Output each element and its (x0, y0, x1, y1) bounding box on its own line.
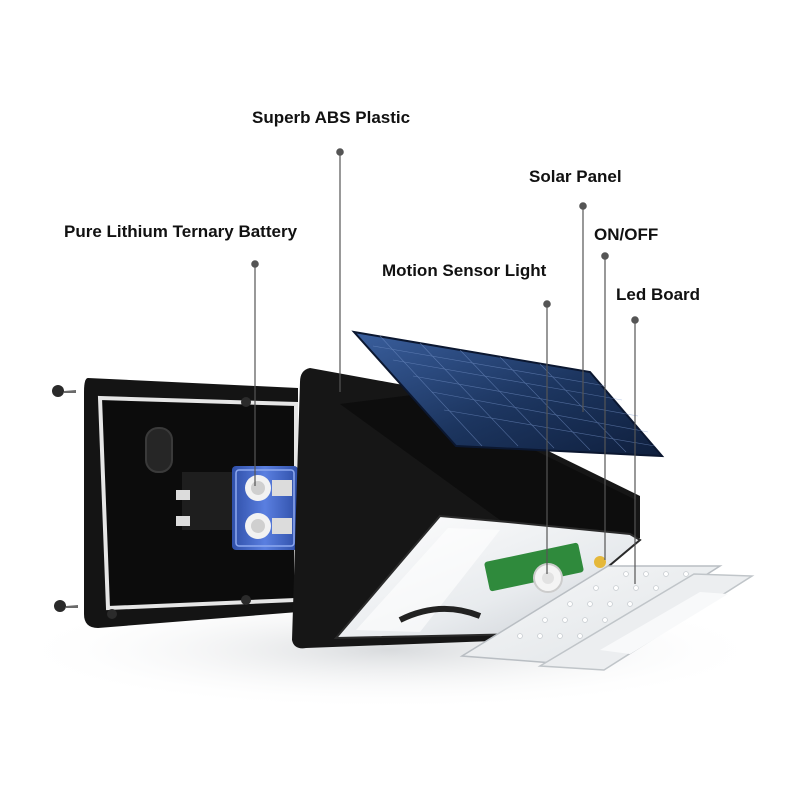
battery-pack (232, 466, 298, 550)
leader-motion (543, 300, 551, 574)
solar-panel (351, 330, 665, 458)
led-board-front (459, 565, 723, 665)
leader-led (631, 316, 639, 584)
leader-abs (336, 148, 344, 392)
label-led-board: Led Board (616, 285, 701, 304)
label-motion-sensor-light: Motion Sensor Light (382, 261, 547, 280)
screw-bottom (54, 600, 78, 612)
leader-lines (251, 148, 639, 584)
back-case (84, 378, 298, 628)
label-solar-panel: Solar Panel (529, 167, 622, 186)
screw-top (52, 385, 76, 397)
label-lithium-battery: Pure Lithium Ternary Battery (64, 222, 298, 241)
leader-solar (579, 202, 587, 412)
main-housing (292, 368, 642, 649)
leader-battery (251, 260, 259, 486)
led-board-back (537, 573, 755, 671)
leader-onoff (601, 252, 609, 560)
label-on-off: ON/OFF (594, 225, 659, 244)
label-superb-abs-plastic: Superb ABS Plastic (252, 108, 411, 127)
